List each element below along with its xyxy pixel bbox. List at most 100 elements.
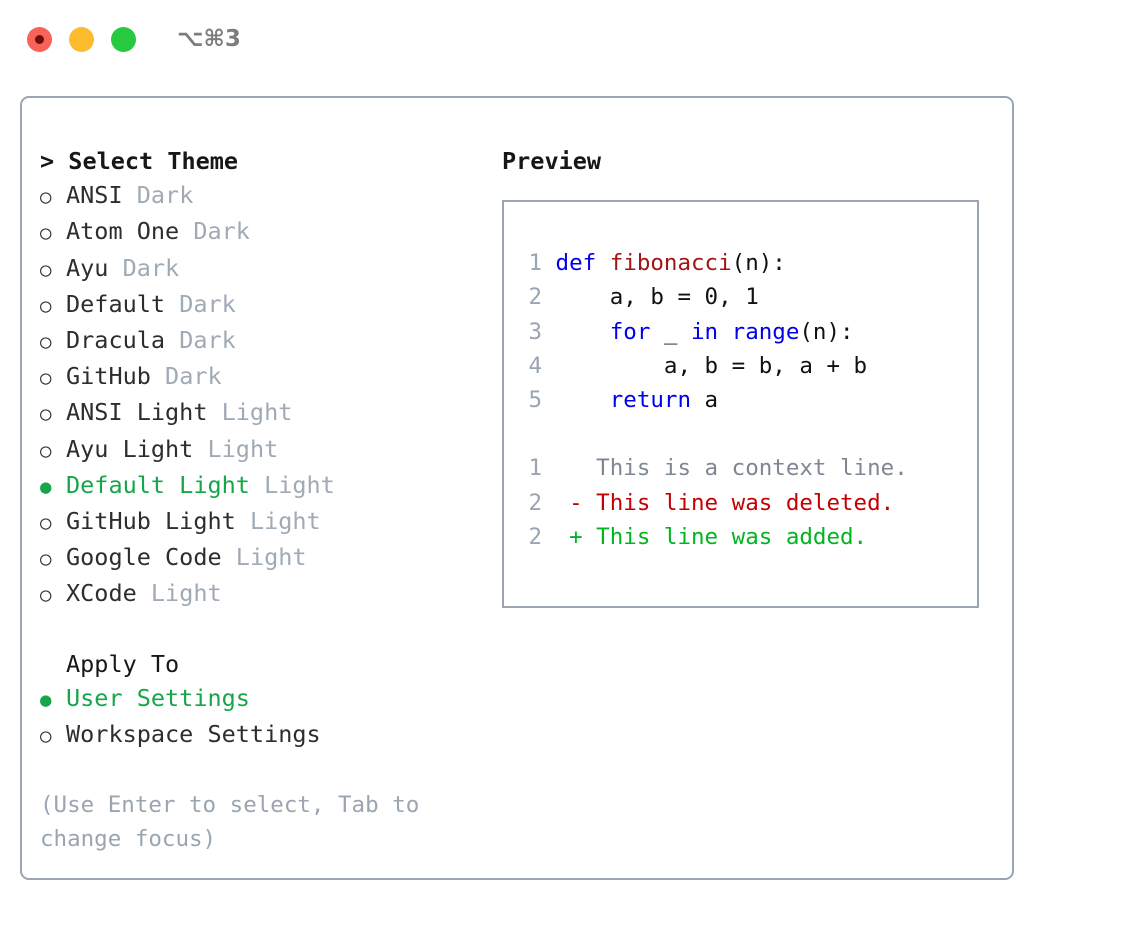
line-number-gap (542, 524, 556, 550)
line-number: 1 (528, 250, 542, 277)
label-gap (123, 181, 137, 209)
theme-option-label: ANSI Light (66, 398, 208, 427)
code-token: return (609, 387, 692, 414)
radio-unselected-icon (40, 323, 66, 359)
theme-option-ayu[interactable]: Ayu Dark (40, 251, 492, 287)
radio-unselected-icon (40, 504, 66, 540)
theme-option-label: ANSI (66, 181, 123, 210)
theme-option-default-light[interactable]: Default Light Light (40, 468, 492, 504)
theme-option-label: XCode (66, 579, 137, 608)
theme-option-atom-one[interactable]: Atom One Dark (40, 214, 492, 250)
radio-unselected-icon (40, 395, 66, 431)
line-number-gap (542, 455, 556, 481)
theme-option-label: Atom One (66, 217, 180, 246)
theme-option-category: Dark (122, 253, 180, 282)
label-gap (151, 362, 165, 390)
theme-option-ayu-light[interactable]: Ayu Light Light (40, 432, 492, 468)
preview-title: Preview (502, 147, 602, 175)
code-sample: 1 def fibonacci(n): 2 a, b = 0, 1 3 for _ … (516, 246, 977, 417)
line-number-gap (542, 284, 556, 310)
preview-column: Preview 1 def fibonacci(n): 2 a, b = 0, 1… (492, 98, 1012, 878)
radio-unselected-icon (40, 214, 66, 250)
line-number: 2 (528, 523, 542, 550)
theme-option-category: Light (235, 543, 307, 572)
label-gap (165, 290, 179, 318)
radio-unselected-icon (40, 359, 66, 395)
window-controls (27, 26, 136, 52)
theme-option-github-light[interactable]: GitHub Light Light (40, 504, 492, 540)
theme-selector-column: > Select Theme ANSI DarkAtom One DarkAyu… (22, 98, 492, 878)
code-token (556, 387, 610, 413)
label-gap (179, 217, 193, 245)
theme-option-category: Light (264, 470, 335, 499)
label-gap (222, 543, 236, 571)
label-gap (193, 435, 207, 463)
radio-unselected-icon (40, 178, 66, 214)
radio-unselected-icon (40, 540, 66, 576)
diff-line: 2 + This line was added. (516, 520, 977, 554)
apply-to-title: Apply To (66, 649, 180, 678)
code-token: - This line was deleted. (555, 489, 895, 516)
theme-option-default[interactable]: Default Dark (40, 287, 492, 323)
hint-spacer (40, 753, 492, 787)
line-number: 3 (528, 318, 542, 345)
close-button[interactable] (27, 26, 52, 52)
theme-list: ANSI DarkAtom One DarkAyu DarkDefault Da… (40, 178, 492, 612)
diff-line: 2 - This line was deleted. (516, 486, 977, 520)
label-gap (207, 398, 221, 426)
radio-selected-icon (40, 468, 66, 504)
line-number: 1 (528, 455, 542, 482)
theme-option-github[interactable]: GitHub Dark (40, 359, 492, 395)
diff-line: 1 This is a context line. (516, 451, 977, 485)
label-gap (108, 254, 122, 282)
theme-option-category: Light (221, 398, 293, 427)
code-token: a (691, 387, 719, 414)
maximize-button[interactable] (111, 26, 136, 52)
radio-unselected-icon (40, 576, 66, 612)
theme-option-category: Light (150, 579, 222, 608)
line-number-gap (542, 490, 556, 516)
theme-option-label: Dracula (66, 326, 166, 355)
theme-option-label: GitHub Light (66, 507, 236, 536)
theme-option-google-code[interactable]: Google Code Light (40, 540, 492, 576)
code-line: 1 def fibonacci(n): (516, 246, 977, 280)
radio-unselected-icon (40, 432, 66, 468)
theme-option-label: Default Light (66, 470, 250, 499)
code-diff-separator (516, 417, 977, 451)
code-token: _ (650, 318, 692, 345)
code-line: 5 return a (516, 383, 977, 417)
code-line: 3 for _ in range(n): (516, 315, 977, 349)
main-panel: > Select Theme ANSI DarkAtom One DarkAyu… (20, 96, 1014, 880)
label-gap (165, 326, 179, 354)
theme-option-category: Dark (165, 362, 222, 391)
theme-option-label: GitHub (66, 362, 151, 391)
keyboard-shortcut-label: ⌥⌘3 (177, 26, 241, 52)
theme-option-category: Dark (193, 217, 250, 246)
preview-box: 1 def fibonacci(n): 2 a, b = 0, 1 3 for _ … (502, 200, 979, 609)
theme-option-xcode[interactable]: XCode Light (40, 576, 492, 612)
code-token: fibonacci (609, 250, 732, 277)
code-token: in range (691, 318, 800, 345)
radio-unselected-icon (40, 717, 66, 753)
page-title: > Select Theme (40, 147, 239, 175)
code-line: 4 a, b = b, a + b (516, 349, 977, 383)
minimize-button[interactable] (69, 26, 94, 52)
line-number: 2 (528, 489, 542, 516)
title-bar: ⌥⌘3 (0, 0, 1140, 78)
label-gap (137, 579, 151, 607)
theme-option-label: Google Code (66, 543, 222, 572)
code-token: a, b = 0, 1 (555, 284, 759, 311)
theme-option-dracula[interactable]: Dracula Dark (40, 323, 492, 359)
line-number-gap (542, 387, 556, 413)
apply-to-option-user-settings[interactable]: User Settings (40, 681, 492, 717)
code-token: a, b = b, a + b (555, 352, 868, 379)
theme-option-ansi[interactable]: ANSI Dark (40, 178, 492, 214)
apply-to-option-workspace-settings[interactable]: Workspace Settings (40, 717, 492, 753)
theme-option-ansi-light[interactable]: ANSI Light Light (40, 395, 492, 431)
theme-option-category: Dark (179, 326, 236, 355)
theme-option-category: Light (249, 507, 321, 536)
line-number: 2 (528, 284, 542, 311)
theme-option-label: Default (66, 289, 166, 318)
radio-unselected-icon (40, 251, 66, 287)
code-token (556, 319, 610, 345)
